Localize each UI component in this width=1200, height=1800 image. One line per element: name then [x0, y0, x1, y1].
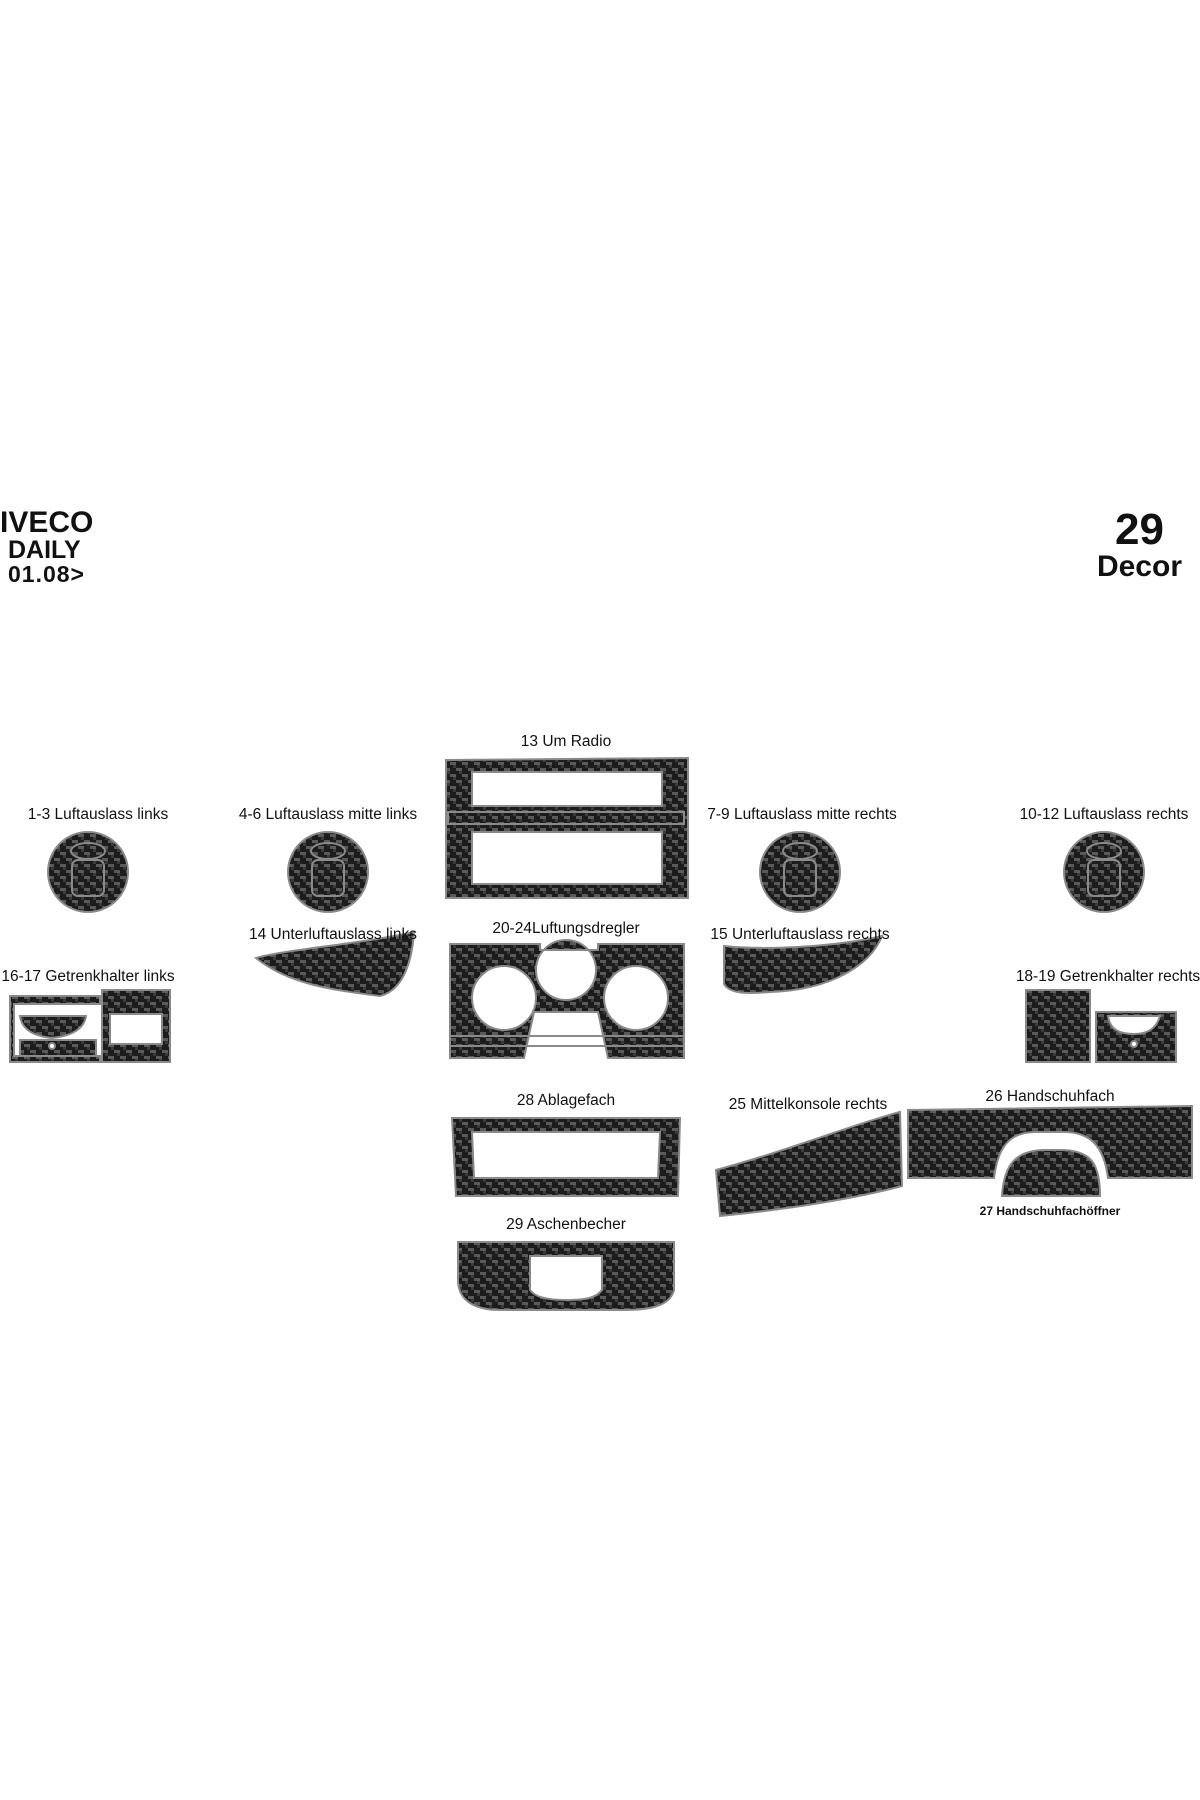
brand-model: DAILY [8, 536, 81, 564]
decor-label: Decor [1096, 550, 1182, 583]
part-4-6-vent-center-left [287, 831, 369, 913]
label-part-26: 26 Handschuhfach [985, 1088, 1115, 1105]
label-part-10-12: 10-12 Luftauslass rechts [1019, 806, 1189, 823]
label-part-27: 27 Handschuhfachöffner [979, 1204, 1121, 1218]
label-part-29: 29 Aschenbecher [506, 1216, 626, 1233]
part-29-ashtray [457, 1241, 675, 1311]
label-part-18-19: 18-19 Getrenkhalter rechts [1015, 968, 1200, 985]
part-16-17-cupholder-left [9, 989, 171, 1063]
part-26-glovebox [907, 1104, 1193, 1179]
label-part-16-17: 16-17 Getrenkhalter links [1, 968, 175, 985]
brand-year: 01.08> [8, 561, 85, 587]
part-27-glovebox-opener [1000, 1149, 1102, 1197]
part-25-center-console-right [714, 1110, 904, 1218]
label-part-20-24: 20-24Luftungsdregler [492, 920, 640, 937]
part-10-12-vent-right [1063, 831, 1145, 913]
part-18-19-cupholder-right [1025, 989, 1177, 1063]
part-7-9-vent-center-right [759, 831, 841, 913]
part-1-3-vent-left [47, 831, 129, 913]
part-20-24-vent-controls [449, 939, 685, 1059]
label-part-7-9: 7-9 Luftauslass mitte rechts [707, 806, 897, 823]
label-part-28: 28 Ablagefach [516, 1092, 616, 1109]
label-part-4-6: 4-6 Luftauslass mitte links [238, 806, 418, 823]
label-part-14: 14 Unterluftauslass links [249, 926, 417, 943]
decor-number: 29 [1115, 505, 1164, 554]
label-part-15: 15 Unterluftauslass rechts [710, 926, 890, 943]
label-part-25: 25 Mittelkonsole rechts [728, 1096, 888, 1113]
brand-make: IVECO [0, 506, 94, 539]
part-13-radio-frame [445, 756, 689, 899]
label-part-13: 13 Um Radio [520, 733, 612, 750]
decor-code-block: 29 Decor [1097, 508, 1182, 582]
part-28-storage-tray [450, 1117, 682, 1197]
label-part-1-3: 1-3 Luftauslass links [27, 806, 169, 823]
part-15-lower-vent-right [723, 934, 884, 994]
part-14-lower-vent-left [253, 930, 416, 998]
brand-block: IVECO DAILY 01.08> [0, 508, 93, 586]
